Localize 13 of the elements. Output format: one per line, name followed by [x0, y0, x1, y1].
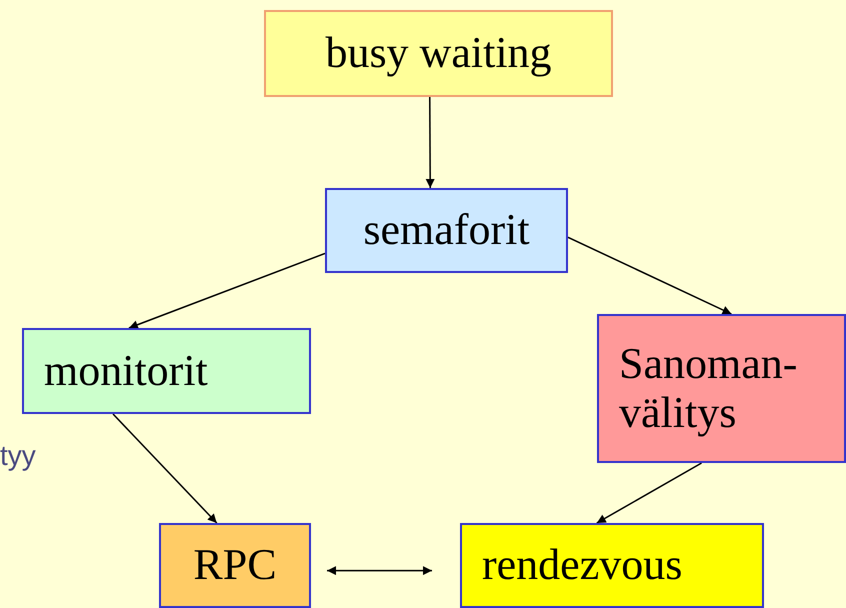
- process-box: semaforit: [325, 188, 568, 273]
- arrow: [112, 413, 218, 524]
- process-box: Sanoman- välitys: [597, 314, 846, 463]
- arrow: [426, 97, 435, 188]
- text-fragment: tyy: [0, 440, 36, 472]
- process-box: rendezvous: [460, 523, 764, 608]
- arrow: [327, 566, 432, 576]
- process-box: busy waiting: [264, 10, 613, 97]
- arrow: [128, 252, 326, 329]
- process-box: monitorit: [22, 328, 311, 414]
- arrow: [568, 236, 732, 315]
- process-box: RPC: [159, 523, 311, 608]
- arrow: [596, 462, 702, 524]
